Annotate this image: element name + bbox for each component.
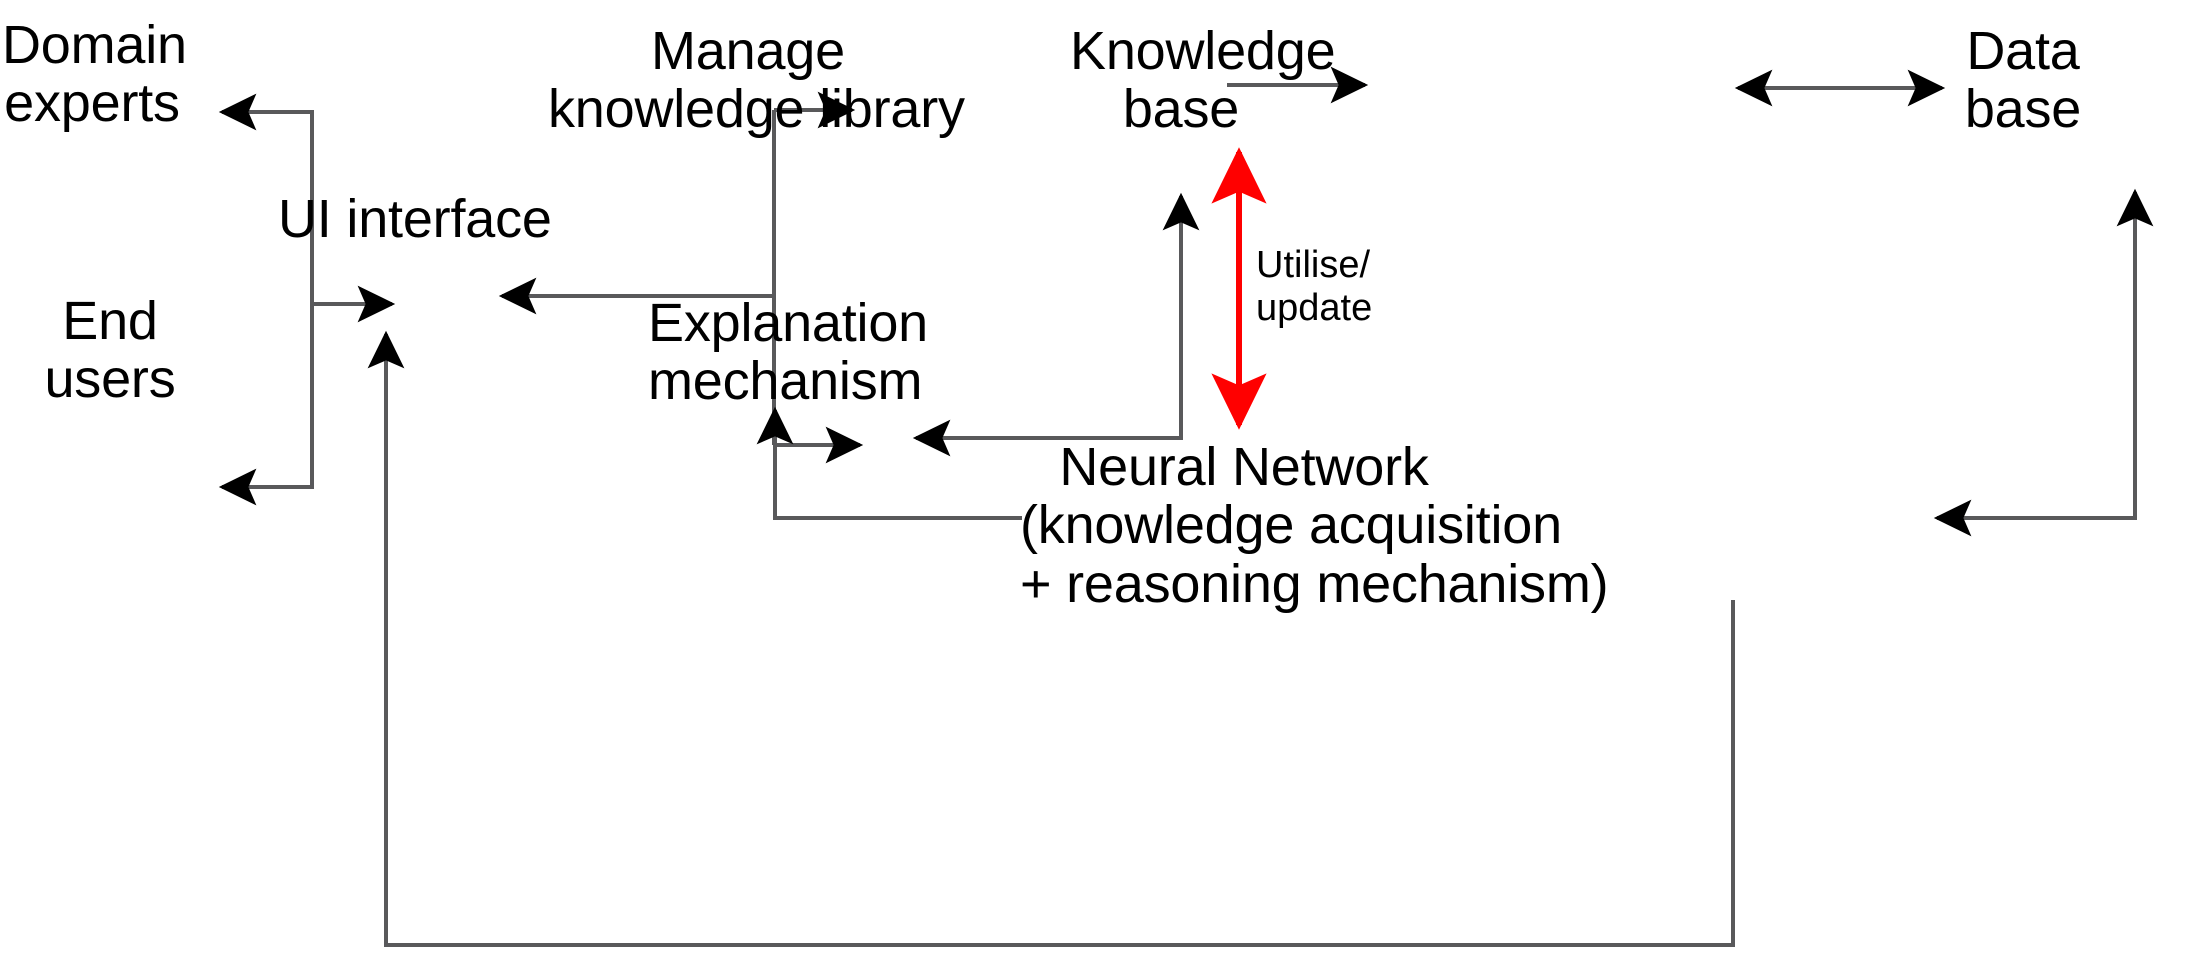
edge-ui-to-end-users <box>218 304 314 506</box>
node-end-users[interactable]: End users <box>44 291 176 410</box>
edge-knowledge-base-to-explanation-mechanism <box>912 192 1200 457</box>
edge-neural-network-to-ui-interface-loop <box>367 330 1735 947</box>
edge-data-base-to-neural-network <box>1933 188 2154 537</box>
edge-neural-network-to-explanation-path <box>773 410 1022 520</box>
node-knowledge-base[interactable]: Knowledge base <box>1070 21 1336 140</box>
node-neural-network[interactable]: Neural Network (knowledge acquisition + … <box>1020 437 1609 614</box>
node-data-base[interactable]: Data base <box>1964 21 2082 140</box>
node-ui-interface[interactable]: UI interface <box>278 189 552 249</box>
node-domain-experts[interactable]: Domain experts <box>2 15 187 134</box>
edge-label-utilise-update: Utilise/ update <box>1256 244 1373 329</box>
node-manage-knowledge-library[interactable]: Manage knowledge library <box>548 21 965 140</box>
node-explanation-mechanism[interactable]: Explanation mechanism <box>648 293 929 412</box>
